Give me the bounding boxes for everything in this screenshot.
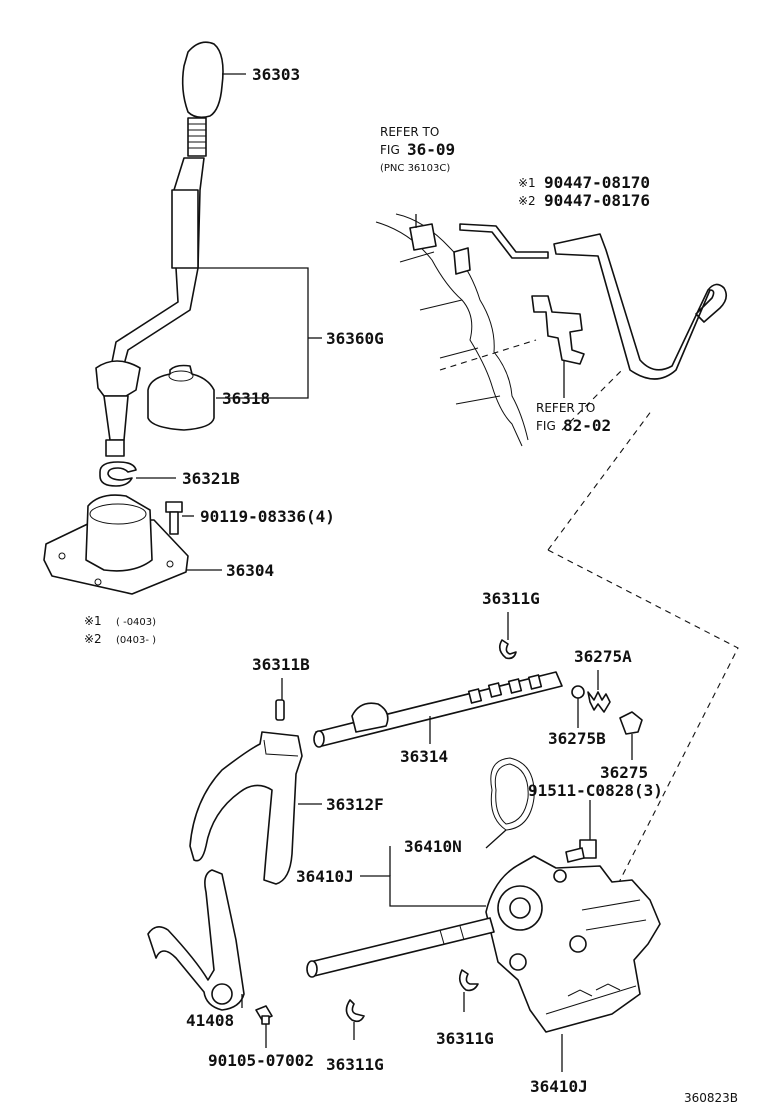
shift-lever <box>109 157 205 373</box>
clip-36311G-low <box>345 999 365 1023</box>
label-36311G-low: 36311G <box>326 1055 384 1074</box>
ref-3609-prefix: FIG <box>380 143 400 157</box>
note1-part: 90447-08170 <box>544 173 650 192</box>
ball-36275B <box>571 685 585 699</box>
fork-41408 <box>147 869 245 1011</box>
bracket-fig8202 <box>531 295 585 365</box>
label-91511-C0828: 91511-C0828(3) <box>528 781 663 800</box>
label-36311B: 36311B <box>252 655 310 674</box>
label-36275B: 36275B <box>548 729 606 748</box>
ref-8202-prefix: FIG <box>536 419 556 433</box>
label-41408: 41408 <box>186 1011 234 1030</box>
label-36314: 36314 <box>400 747 448 766</box>
fork-shaft <box>306 917 495 978</box>
legend1-mark: ※1 <box>84 614 102 628</box>
fork-36312F <box>189 731 303 885</box>
label-36311G-top: 36311G <box>482 589 540 608</box>
plug-36275 <box>619 711 643 735</box>
lever-ball-housing <box>95 360 141 457</box>
breather-hose <box>459 223 728 380</box>
label-36275: 36275 <box>600 763 648 782</box>
shift-knob <box>181 41 224 119</box>
ref-housing-outline <box>375 213 529 447</box>
label-36275A: 36275A <box>574 647 632 666</box>
ref-8202-number: 82-02 <box>563 416 611 435</box>
label-36303: 36303 <box>252 65 300 84</box>
bolt-90105 <box>255 1005 273 1025</box>
label-36410N: 36410N <box>404 837 462 856</box>
bolt-91511 <box>565 839 597 863</box>
label-90105-07002: 90105-07002 <box>208 1051 314 1070</box>
label-36304: 36304 <box>226 561 274 580</box>
clip-36311G-mid <box>458 969 479 992</box>
lever-threaded-end <box>187 117 207 157</box>
ref-3609-number: 36-09 <box>407 140 455 159</box>
label-36410J-mid: 36410J <box>296 867 354 886</box>
ref-3609-pnc: (PNC 36103C) <box>380 163 450 174</box>
note1-mark: ※1 <box>518 176 536 190</box>
spring-36275A <box>587 691 611 713</box>
shaft-36314 <box>313 671 563 748</box>
ref-8202-line1: REFER TO <box>536 401 595 415</box>
pin-36311B <box>275 699 285 721</box>
ref-3609-line1: REFER TO <box>380 125 439 139</box>
label-36360G: 36360G <box>326 329 384 348</box>
note2-part: 90447-08176 <box>544 191 650 210</box>
label-36410J-low: 36410J <box>530 1077 588 1096</box>
label-36318: 36318 <box>222 389 270 408</box>
figure-code: 360823B <box>684 1091 738 1105</box>
label-36321B: 36321B <box>182 469 240 488</box>
legend1-range: ( -0403) <box>116 617 156 628</box>
boot-36318 <box>147 364 215 431</box>
note2-mark: ※2 <box>518 194 536 208</box>
legend2-mark: ※2 <box>84 632 102 646</box>
oring-36410N <box>490 757 535 831</box>
retainer-36304 <box>43 494 189 595</box>
legend2-range: (0403- ) <box>116 635 156 646</box>
snap-ring-36321B <box>99 461 137 487</box>
label-90119-08336: 90119-08336(4) <box>200 507 335 526</box>
clip-36311G-top <box>498 639 517 660</box>
bolt-90119 <box>165 501 183 535</box>
case-36410J <box>485 855 661 1033</box>
label-36311G-mid: 36311G <box>436 1029 494 1048</box>
label-36312F: 36312F <box>326 795 384 814</box>
